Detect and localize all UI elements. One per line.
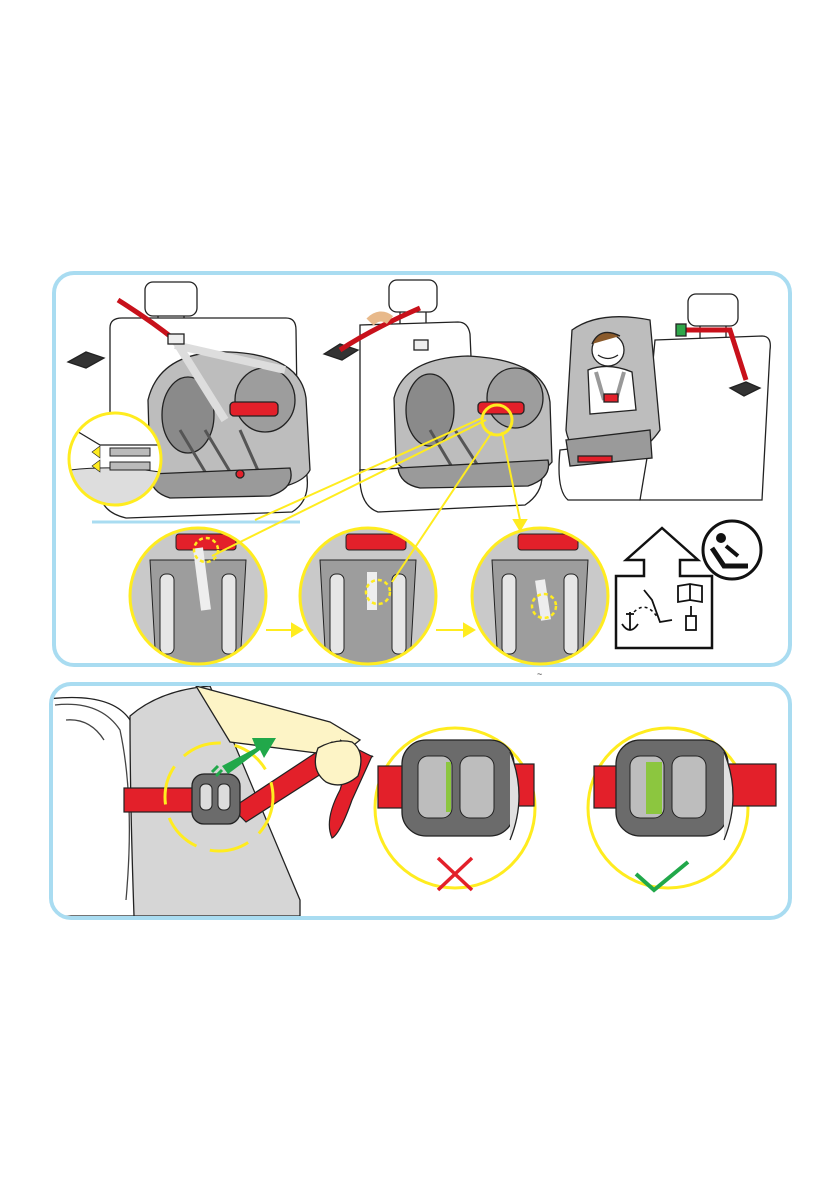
buckle-detail-steps (128, 526, 610, 666)
scene-child-seated (559, 294, 770, 500)
book-info-icon (678, 584, 702, 602)
info-sign (616, 528, 712, 648)
tension-not-ok (375, 728, 535, 890)
isofix-seat-icon (703, 521, 761, 579)
tension-ok (588, 728, 776, 890)
tensioning-scene (40, 686, 373, 916)
scene-seat-install-2 (324, 280, 552, 512)
isofix-zoom-detail (68, 412, 162, 506)
